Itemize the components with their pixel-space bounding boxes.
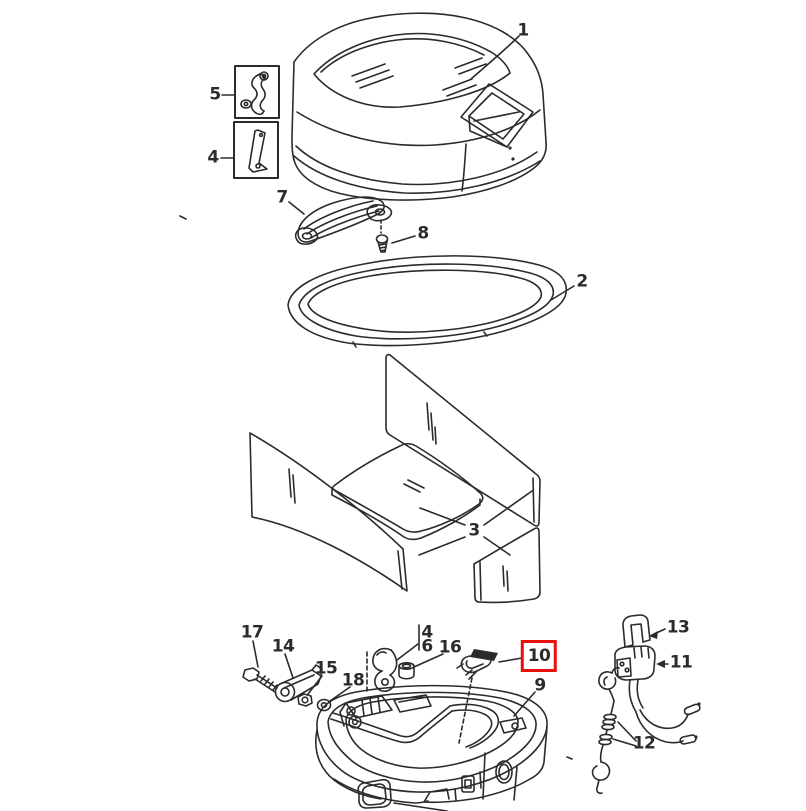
part-label-part-1[interactable]: 1 [517, 20, 529, 41]
part-label-part-5[interactable]: 5 [209, 84, 221, 105]
bottom-cowl-seal-drawing [287, 255, 568, 348]
lift-handle-drawing [294, 196, 393, 245]
grommet-drawing [398, 661, 415, 680]
handle-screw-drawing [375, 219, 389, 253]
latch-lever-kit-drawing [234, 65, 280, 119]
part-label-part-6[interactable]: 6 [421, 636, 433, 657]
washer-drawing [316, 698, 332, 712]
stop-switch-drawing [614, 645, 701, 745]
bracket-kit-drawing [233, 121, 279, 179]
foam-insulation-panels-drawing [249, 353, 541, 604]
part-label-part-2[interactable]: 2 [576, 271, 588, 292]
part-label-part-15[interactable]: 15 [314, 658, 338, 679]
bottom-cowl-drawing [315, 684, 548, 804]
part-label-part-11[interactable]: 11 [669, 652, 693, 673]
part-label-part-10[interactable]: 10 [520, 640, 558, 672]
cowl-latch-hook-drawing [456, 649, 498, 680]
part-label-part-7[interactable]: 7 [276, 187, 288, 208]
latch-nut-drawing [297, 693, 313, 707]
part-label-part-3[interactable]: 3 [468, 520, 480, 541]
part-label-part-8[interactable]: 8 [417, 223, 429, 244]
switch-bracket-drawing [622, 614, 651, 648]
part-label-part-4-bottom[interactable]: 4 [421, 622, 433, 643]
latch-bolt-drawing [242, 667, 278, 693]
part-label-part-12[interactable]: 12 [632, 733, 656, 754]
part-label-part-13[interactable]: 13 [666, 617, 690, 638]
scan-specks [179, 215, 573, 760]
hook-drawing [372, 647, 398, 692]
part-label-part-4-top[interactable]: 4 [207, 147, 219, 168]
part-label-part-16[interactable]: 16 [438, 637, 462, 658]
leader-lines [220, 35, 669, 747]
lanyard-drawing [591, 666, 620, 795]
part-label-part-18[interactable]: 18 [341, 670, 365, 691]
part-label-part-9[interactable]: 9 [534, 675, 546, 696]
part-label-part-17[interactable]: 17 [240, 622, 264, 643]
part-label-part-14[interactable]: 14 [271, 636, 295, 657]
top-cowl-drawing [291, 12, 547, 201]
bottom-pad-drawing [357, 778, 448, 811]
